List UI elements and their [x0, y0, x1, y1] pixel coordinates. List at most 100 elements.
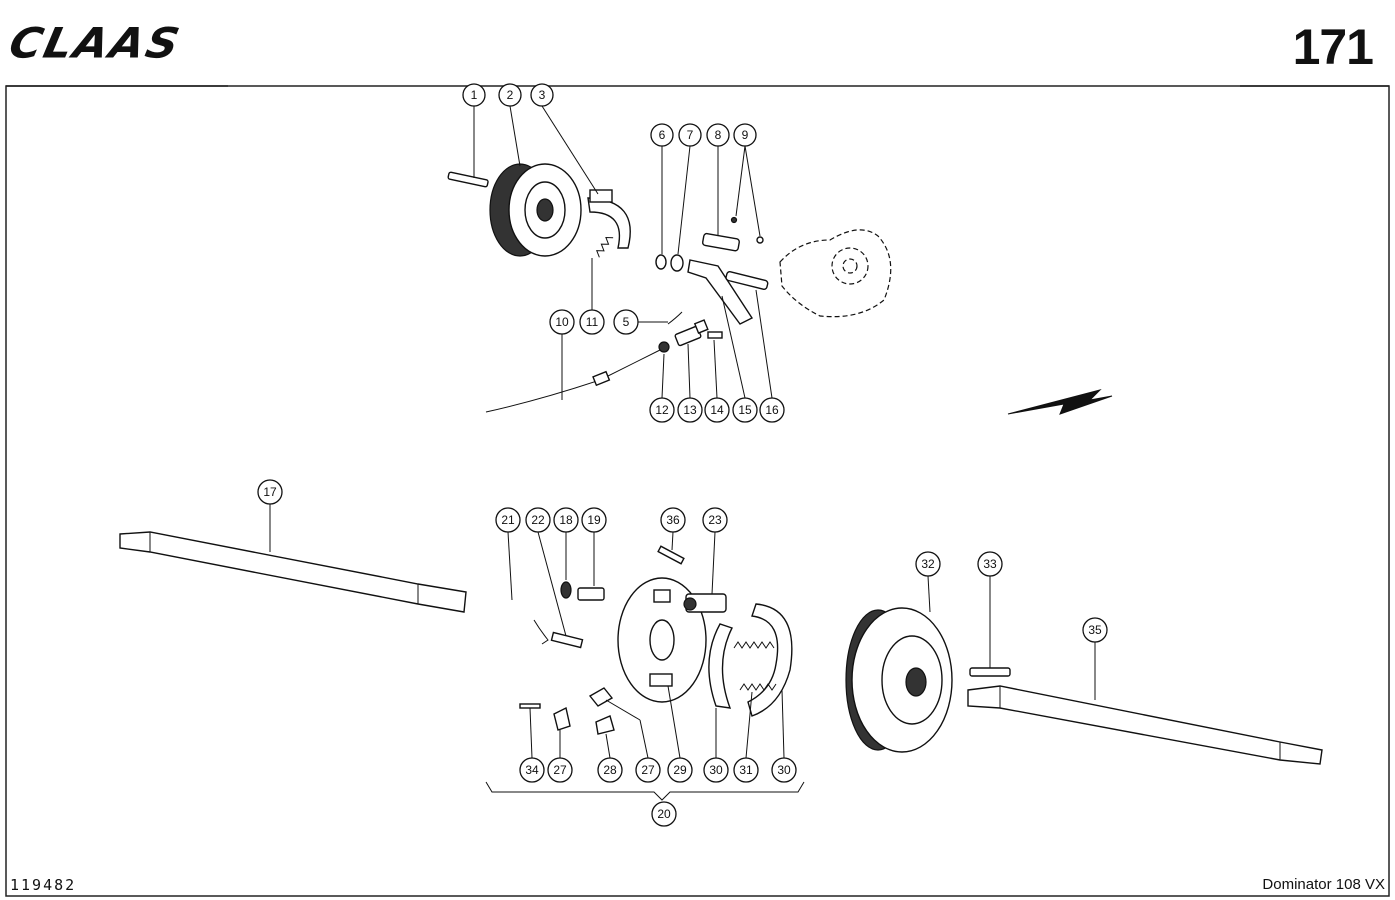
svg-text:9: 9 [742, 128, 749, 142]
callout-12: 12 [649, 397, 675, 423]
svg-text:23: 23 [708, 513, 722, 527]
callout-27b: 27 [635, 757, 661, 783]
svg-text:15: 15 [738, 403, 752, 417]
svg-text:6: 6 [659, 128, 666, 142]
svg-text:16: 16 [765, 403, 779, 417]
washer-part-6 [655, 254, 667, 270]
callout-13: 13 [677, 397, 703, 423]
model-name: Dominator 108 VX [1262, 876, 1385, 893]
leader-lines [269, 105, 1096, 759]
bolt-part-19 [577, 587, 605, 601]
svg-text:34: 34 [525, 763, 539, 777]
direction-arrow [1007, 389, 1113, 415]
callout-10: 10 [549, 309, 575, 335]
svg-text:29: 29 [673, 763, 687, 777]
callout-6: 6 [650, 123, 674, 147]
svg-text:13: 13 [683, 403, 697, 417]
svg-text:27: 27 [641, 763, 655, 777]
bolt-part-36 [657, 545, 685, 565]
pin-part-1 [447, 171, 489, 188]
callout-31: 31 [733, 757, 759, 783]
block-part-27a [553, 706, 571, 731]
svg-text:36: 36 [666, 513, 680, 527]
callout-11: 11 [579, 309, 605, 335]
callout-8: 8 [706, 123, 730, 147]
svg-text:18: 18 [559, 513, 573, 527]
wheel-cylinder-part-23 [683, 593, 727, 613]
svg-text:28: 28 [603, 763, 617, 777]
callout-15: 15 [732, 397, 758, 423]
callout-36: 36 [660, 507, 686, 533]
nut-part-9 [756, 236, 764, 244]
washer-part-7 [670, 254, 684, 272]
svg-text:5: 5 [623, 315, 630, 329]
washer-part-18 [560, 581, 572, 599]
adjuster-part-22 [550, 631, 584, 649]
key-part-33 [969, 667, 1011, 677]
clevis-part-13 [674, 319, 709, 347]
nut-part-12 [658, 341, 670, 353]
svg-text:30: 30 [709, 763, 723, 777]
pin-part-34 [519, 703, 541, 709]
page-number: 171 [1292, 19, 1374, 75]
svg-text:11: 11 [586, 315, 599, 329]
svg-text:8: 8 [715, 128, 722, 142]
callout-34: 34 [519, 757, 545, 783]
callout-23: 23 [702, 507, 728, 533]
callout-22: 22 [525, 507, 551, 533]
svg-text:14: 14 [710, 403, 724, 417]
callout-16: 16 [759, 397, 785, 423]
clip-part-5 [667, 311, 683, 325]
brake-drum-part-2 [489, 163, 582, 257]
shaft-part-17 [119, 531, 467, 613]
callout-1: 1 [462, 83, 486, 107]
svg-text:2: 2 [507, 88, 514, 102]
svg-text:35: 35 [1088, 623, 1102, 637]
svg-text:20: 20 [657, 807, 671, 821]
housing-outline [779, 229, 892, 318]
callout-7: 7 [678, 123, 702, 147]
callout-27a: 27 [547, 757, 573, 783]
bolt-part-14 [707, 331, 723, 339]
callout-19: 19 [581, 507, 607, 533]
brake-shoe-part-3 [587, 189, 631, 249]
svg-text:7: 7 [687, 128, 694, 142]
callout-30a: 30 [703, 757, 729, 783]
brake-shoes-part-30 [708, 603, 793, 717]
group-bracket-20 [485, 781, 805, 801]
svg-text:22: 22 [531, 513, 545, 527]
callout-3: 3 [530, 83, 554, 107]
svg-text:30: 30 [777, 763, 791, 777]
svg-text:31: 31 [739, 763, 753, 777]
clip-part-28 [595, 715, 615, 735]
callout-5: 5 [613, 309, 639, 335]
callout-2: 2 [498, 83, 522, 107]
spring-part-11 [596, 237, 614, 258]
svg-text:1: 1 [471, 88, 478, 102]
svg-text:10: 10 [555, 315, 569, 329]
small-pin-part-9 [730, 216, 738, 224]
svg-text:32: 32 [921, 557, 935, 571]
bolt-part-8 [701, 232, 740, 252]
backing-plate-part-29 [617, 577, 707, 703]
svg-text:33: 33 [983, 557, 997, 571]
callout-21: 21 [495, 507, 521, 533]
callout-32: 32 [915, 551, 941, 577]
callout-14: 14 [704, 397, 730, 423]
svg-text:12: 12 [655, 403, 669, 417]
callout-29: 29 [667, 757, 693, 783]
svg-text:3: 3 [539, 88, 546, 102]
svg-text:17: 17 [263, 485, 277, 499]
page-frame [5, 85, 1390, 897]
callout-33: 33 [977, 551, 1003, 577]
callout-30b: 30 [771, 757, 797, 783]
callout-9: 9 [733, 123, 757, 147]
shaft-part-35 [967, 685, 1323, 765]
callout-20: 20 [651, 801, 677, 827]
spring-clip-part-21 [533, 619, 549, 645]
callout-17: 17 [257, 479, 283, 505]
block-part-27b [588, 687, 614, 707]
cable-part-10 [485, 349, 661, 413]
lever-part-15 [687, 259, 754, 325]
